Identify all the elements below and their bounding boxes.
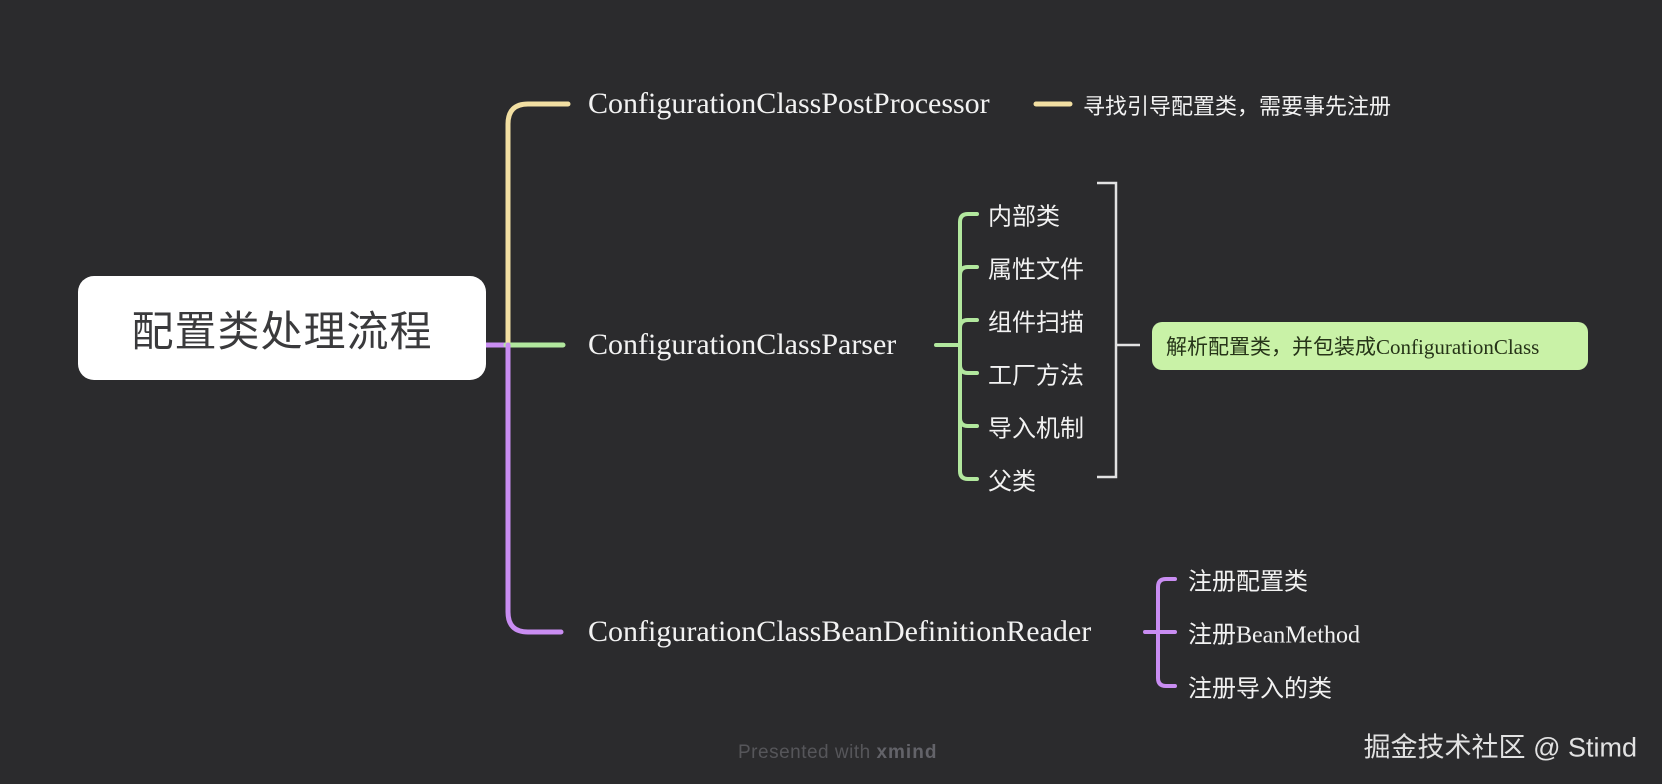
branch3-child1-connector: [1156, 577, 1177, 634]
branch2-child-import-mechanism[interactable]: 导入机制: [988, 416, 1084, 443]
branch2-child5-connector: [958, 343, 979, 428]
branch2-child3-connector: [958, 318, 979, 347]
presented-prefix: Presented with: [738, 742, 877, 763]
branch2-child1-connector: [958, 212, 979, 347]
branch2-child-factory-method[interactable]: 工厂方法: [988, 363, 1084, 390]
branch2-child-component-scan[interactable]: 组件扫描: [988, 310, 1084, 337]
branch2-child-inner-class[interactable]: 内部类: [988, 204, 1060, 231]
branch2-topic[interactable]: ConfigurationClassParser: [588, 328, 897, 361]
branch2-child-property-file[interactable]: 属性文件: [988, 257, 1084, 284]
branch2-child6-connector: [958, 343, 979, 481]
presented-with-xmind-watermark: Presented with xmind: [738, 742, 937, 764]
branch2-child2-connector: [958, 265, 979, 347]
branch3-child-register-imported-class[interactable]: 注册导入的类: [1188, 676, 1332, 703]
juejin-watermark: 掘金技术社区 @ Stimd: [1363, 732, 1637, 763]
summary-bracket: [1097, 181, 1118, 479]
root-topic[interactable]: 配置类处理流程: [78, 276, 486, 380]
branch2-child-parent-class[interactable]: 父类: [988, 469, 1036, 496]
branch1-note[interactable]: 寻找引导配置类，需要事先注册: [1083, 94, 1392, 119]
branch1-topic[interactable]: ConfigurationClassPostProcessor: [588, 87, 990, 120]
branch2-child4-connector: [958, 343, 979, 375]
branch3-child-register-config-class[interactable]: 注册配置类: [1188, 569, 1308, 596]
branch3-child-register-beanmethod[interactable]: 注册BeanMethod: [1188, 622, 1360, 649]
branch3-connector: [505, 342, 564, 635]
branch3-topic[interactable]: ConfigurationClassBeanDefinitionReader: [588, 615, 1092, 648]
branch2-summary-callout[interactable]: 解析配置类，并包装成ConfigurationClass: [1152, 322, 1588, 370]
root-topic-label: 配置类处理流程: [131, 307, 433, 355]
branch3-child3-connector: [1156, 630, 1177, 688]
branch2-summary-label: 解析配置类，并包装成ConfigurationClass: [1166, 335, 1540, 359]
xmind-brand: xmind: [876, 742, 938, 763]
branch1-connector: [505, 101, 571, 348]
